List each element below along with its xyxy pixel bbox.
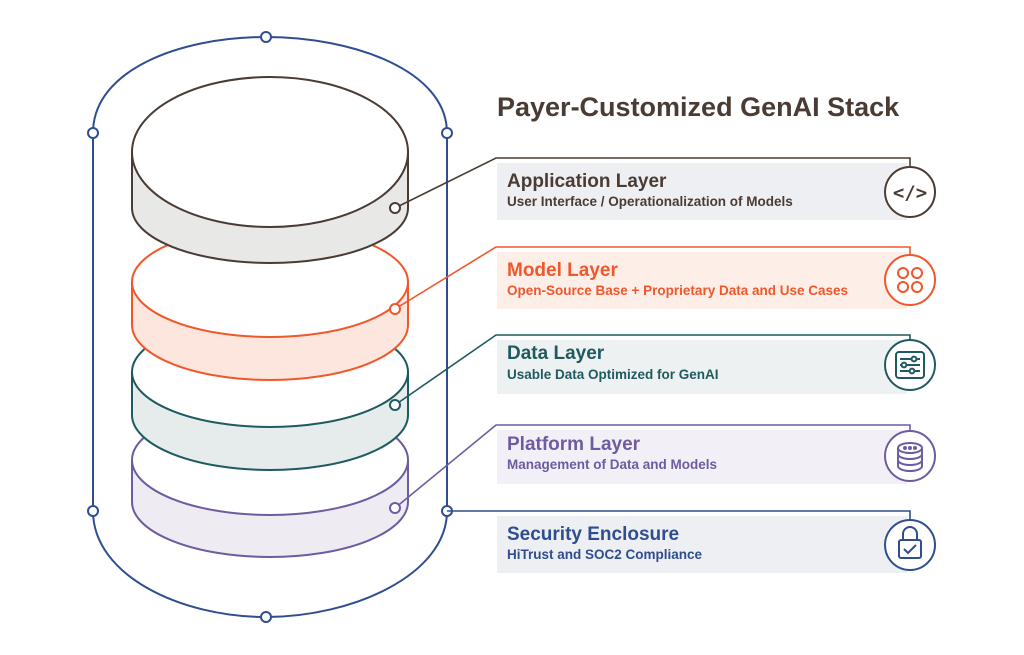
model-nodes-icon — [884, 254, 936, 306]
enclosure-dot-top — [260, 31, 272, 43]
panel-security — [497, 516, 907, 573]
connector-application — [394, 157, 911, 209]
security-enclosure-title: Security Enclosure — [507, 524, 679, 545]
cylinder-stack — [131, 76, 409, 558]
sliders-icon — [884, 339, 936, 391]
application-layer-subtitle: User Interface / Operationalization of M… — [507, 194, 793, 209]
enclosure-anchor-dots — [87, 31, 453, 623]
code-icon-glyph: </> — [893, 182, 927, 204]
connector-model — [394, 246, 911, 310]
diagram-title: Payer-Customized GenAI Stack — [497, 92, 900, 122]
connector-security — [447, 510, 911, 519]
panel-application — [497, 163, 907, 220]
connector-end-dots — [389, 202, 401, 514]
application-layer-title: Application Layer — [507, 171, 667, 192]
model-layer-title: Model Layer — [507, 260, 618, 281]
connector-dot-model — [389, 303, 401, 315]
enclosure-dot-bottom-left — [87, 505, 99, 517]
connector-dot-platform — [389, 502, 401, 514]
model-layer-subtitle: Open-Source Base + Proprietary Data and … — [507, 283, 848, 298]
stack-icon — [884, 430, 936, 482]
panel-model — [497, 252, 907, 309]
connector-platform — [394, 424, 911, 509]
layer-panels — [497, 163, 907, 573]
lock-icon — [884, 519, 936, 571]
layer-labels: Application Layer User Interface / Opera… — [507, 171, 848, 562]
data-layer-title: Data Layer — [507, 343, 605, 364]
platform-layer-title: Platform Layer — [507, 434, 641, 455]
platform-layer-subtitle: Management of Data and Models — [507, 457, 717, 472]
connector-dot-data — [389, 399, 401, 411]
data-layer-subtitle: Usable Data Optimized for GenAI — [507, 367, 719, 382]
code-icon: </> — [884, 166, 936, 218]
security-enclosure-subtitle: HiTrust and SOC2 Compliance — [507, 547, 703, 562]
panel-data — [497, 340, 907, 394]
enclosure-dot-top-right — [441, 127, 453, 139]
application-disc — [131, 76, 409, 264]
enclosure-dot-top-left — [87, 127, 99, 139]
panel-platform — [497, 430, 907, 484]
enclosure-dot-bottom — [260, 611, 272, 623]
connector-dot-application — [389, 202, 401, 214]
